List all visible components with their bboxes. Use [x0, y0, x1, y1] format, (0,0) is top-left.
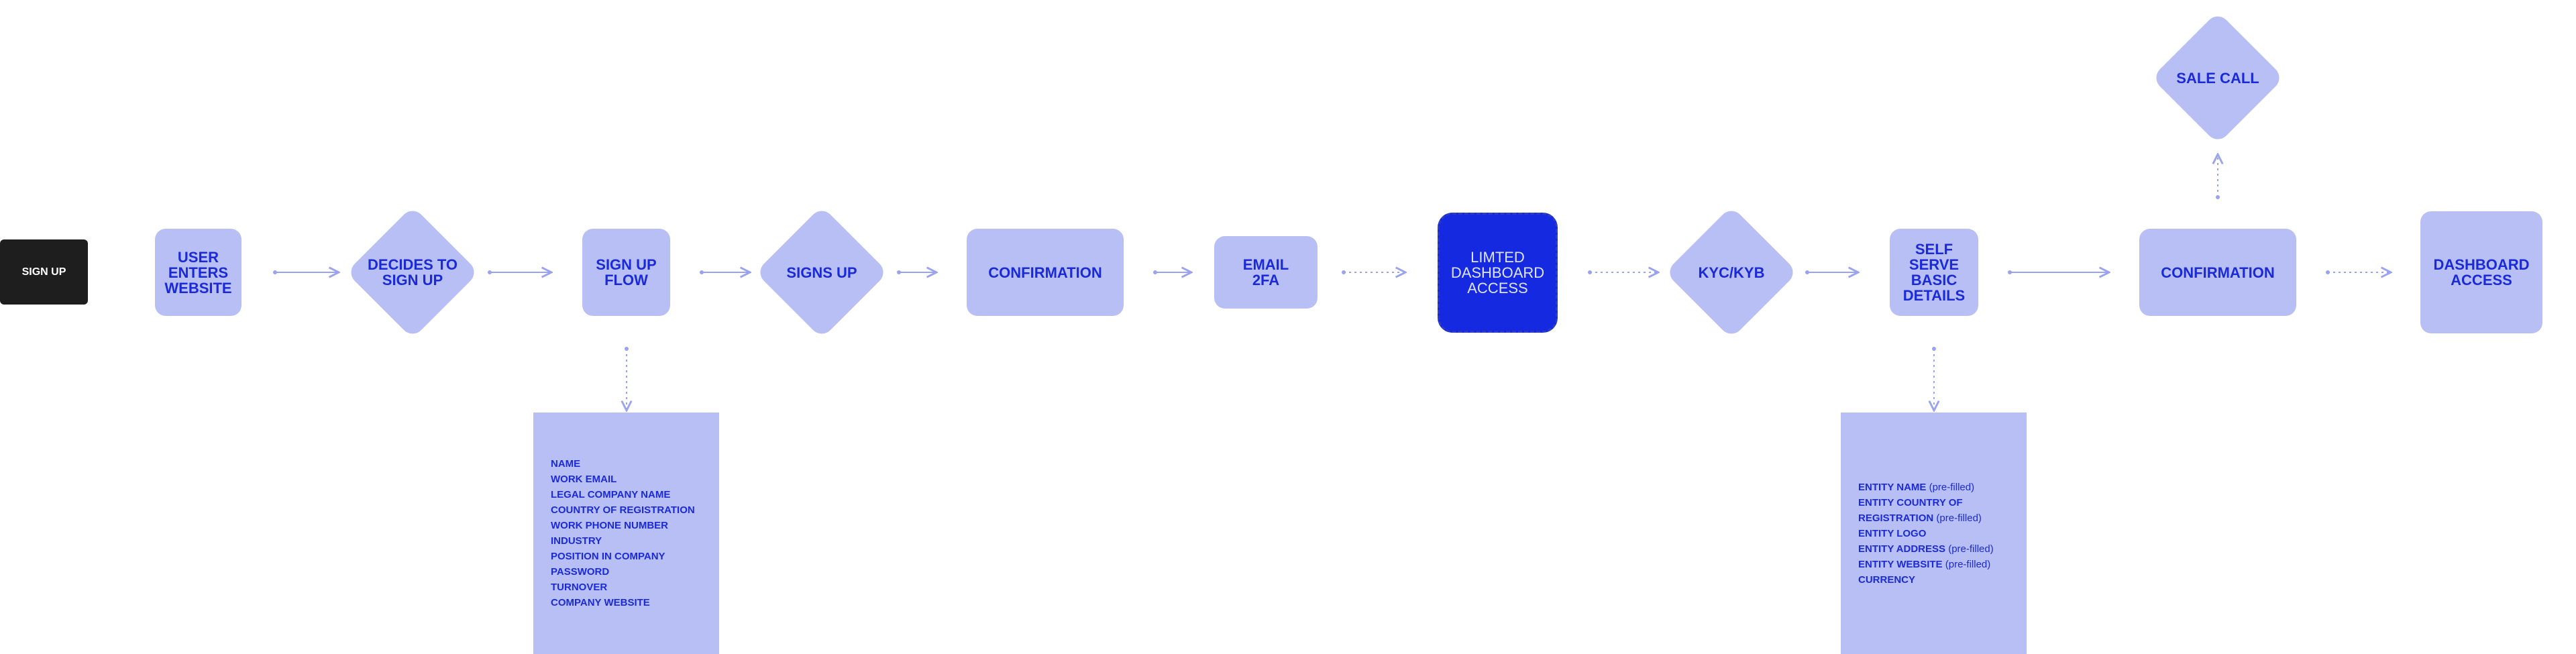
self-serve-basic-details-label: SELF SERVE BASIC DETAILS [1902, 241, 1966, 304]
sign-up-field-item: PASSWORD [551, 566, 610, 578]
entity-field-item: ENTITY NAME (pre-filled) [1858, 480, 2009, 495]
sign-up-flow-node[interactable]: SIGN UP FLOW [582, 229, 670, 316]
self-serve-basic-details-node[interactable]: SELF SERVE BASIC DETAILS [1890, 229, 1978, 316]
entity-field-label: ENTITY COUNTRY OF [1858, 496, 1963, 508]
entity-field-note: (pre-filled) [1942, 558, 1991, 570]
entity-field-label: CURRENCY [1858, 574, 1916, 586]
connector-start-dot [700, 270, 704, 274]
limited-dashboard-access-node[interactable]: LIMTED DASHBOARD ACCESS [1438, 213, 1558, 333]
sign-up-flow-label: SIGN UP FLOW [596, 256, 657, 288]
entity-details-fields-box: ENTITY NAME (pre-filled)ENTITY COUNTRY O… [1841, 413, 2027, 654]
user-enters-website-label: USER ENTERS WEBSITE [164, 248, 232, 296]
sign-up-field-item: LEGAL COMPANY NAME [551, 489, 671, 500]
entity-field-item: ENTITY LOGO [1858, 526, 2009, 541]
entity-field-note: (pre-filled) [1945, 543, 1994, 555]
signs-up-label: SIGNS UP [786, 264, 857, 281]
connector-start-dot [1153, 270, 1157, 274]
connector-start-dot [2216, 195, 2220, 199]
sign-up-field-item: WORK EMAIL [551, 474, 617, 485]
sign-up-field-item: COUNTRY OF REGISTRATION [551, 504, 695, 516]
entity-field-item: ENTITY WEBSITE (pre-filled) [1858, 557, 2009, 572]
kyc-kyb-decision[interactable]: KYC/KYB [1664, 205, 1799, 339]
connector-start-dot [488, 270, 492, 274]
limited-dashboard-access-label: LIMTED DASHBOARD ACCESS [1450, 249, 1545, 296]
entity-field-item: ENTITY COUNTRY OF [1858, 495, 2009, 510]
entity-field-label: ENTITY WEBSITE [1858, 558, 1943, 570]
entity-field-item: CURRENCY [1858, 572, 2009, 588]
connector-start-dot [2008, 270, 2012, 274]
entity-field-label: ENTITY NAME [1858, 481, 1927, 493]
sign-up-button[interactable]: SIGN UP [0, 239, 88, 305]
entity-field-label: ENTITY ADDRESS [1858, 543, 1946, 555]
connector-start-dot [273, 270, 277, 274]
sign-up-field-item: POSITION IN COMPANY [551, 551, 665, 562]
connector-start-dot [1805, 270, 1809, 274]
entity-field-label: REGISTRATION [1858, 512, 1934, 524]
confirmation-node-2[interactable]: CONFIRMATION [2139, 229, 2296, 316]
sign-up-label: SIGN UP [21, 266, 66, 278]
confirmation-label-1: CONFIRMATION [988, 264, 1102, 281]
confirmation-node-1[interactable]: CONFIRMATION [967, 229, 1124, 316]
dashboard-access-node[interactable]: DASHBOARD ACCESS [2420, 211, 2542, 333]
connector-start-dot [897, 270, 901, 274]
entity-field-note: (pre-filled) [1933, 512, 1982, 524]
connector-start-dot [1588, 270, 1592, 274]
entity-field-label: ENTITY LOGO [1858, 527, 1927, 539]
connector-start-dot [1342, 270, 1346, 274]
confirmation-label-2: CONFIRMATION [2161, 264, 2275, 281]
connector-start-dot [1932, 347, 1936, 351]
entity-field-item: REGISTRATION (pre-filled) [1858, 510, 2009, 526]
user-enters-website-node[interactable]: USER ENTERS WEBSITE [155, 229, 241, 316]
decides-to-sign-up-label: DECIDES TO SIGN UP [367, 256, 458, 288]
sign-up-field-item: NAME [551, 458, 581, 470]
entity-field-note: (pre-filled) [1926, 481, 1975, 493]
sale-call-decision[interactable]: SALE CALL [2151, 11, 2285, 145]
dashboard-access-label: DASHBOARD ACCESS [2433, 256, 2530, 288]
sign-up-field-item: TURNOVER [551, 582, 608, 593]
connector-start-dot [2326, 270, 2330, 274]
sale-call-label: SALE CALL [2176, 69, 2259, 87]
email-2fa-node[interactable]: EMAIL 2FA [1214, 236, 1318, 309]
connector-start-dot [625, 347, 629, 351]
signs-up-decision[interactable]: SIGNS UP [755, 205, 889, 339]
email-2fa-label: EMAIL 2FA [1242, 256, 1289, 288]
entity-field-item: ENTITY ADDRESS (pre-filled) [1858, 541, 2009, 557]
decides-to-sign-up-decision[interactable]: DECIDES TO SIGN UP [345, 205, 480, 339]
sign-up-field-item: WORK PHONE NUMBER [551, 520, 668, 531]
kyc-kyb-label: KYC/KYB [1698, 264, 1765, 281]
sign-up-fields-box: NAME WORK EMAIL LEGAL COMPANY NAME COUNTRY … [533, 413, 719, 654]
sign-up-field-item: COMPANY WEBSITE [551, 597, 650, 608]
sign-up-field-item: INDUSTRY [551, 535, 602, 547]
